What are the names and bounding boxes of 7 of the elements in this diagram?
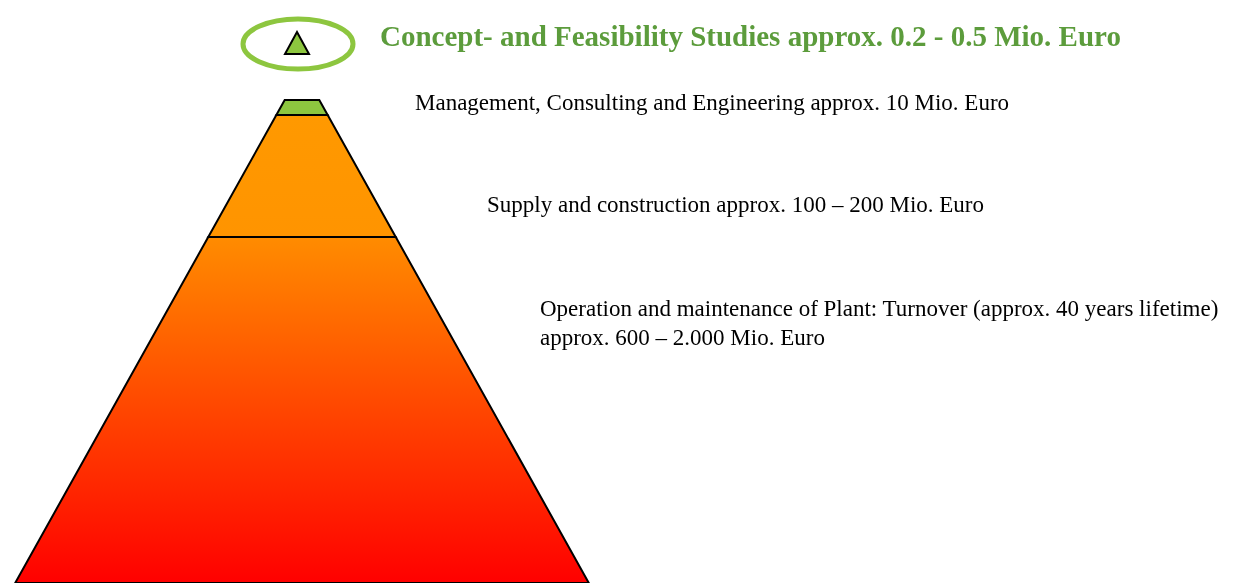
level-caption: Supply and construction approx. 100 – 200 Mio. Euro	[487, 191, 984, 219]
level-caption: Operation and maintenance of Plant: Turnover (approx. 40 years lifetime) approx. 600 – 2.000 Mio. Euro	[540, 295, 1220, 352]
level-caption: Concept- and Feasibility Studies approx. 0.2 - 0.5 Mio. Euro	[380, 22, 1121, 51]
level-caption: Management, Consulting and Engineering approx. 10 Mio. Euro	[415, 89, 1010, 117]
highlight-ellipse	[240, 16, 356, 72]
triangle-icon	[282, 30, 312, 56]
pyramid-middle-band	[206, 114, 398, 238]
